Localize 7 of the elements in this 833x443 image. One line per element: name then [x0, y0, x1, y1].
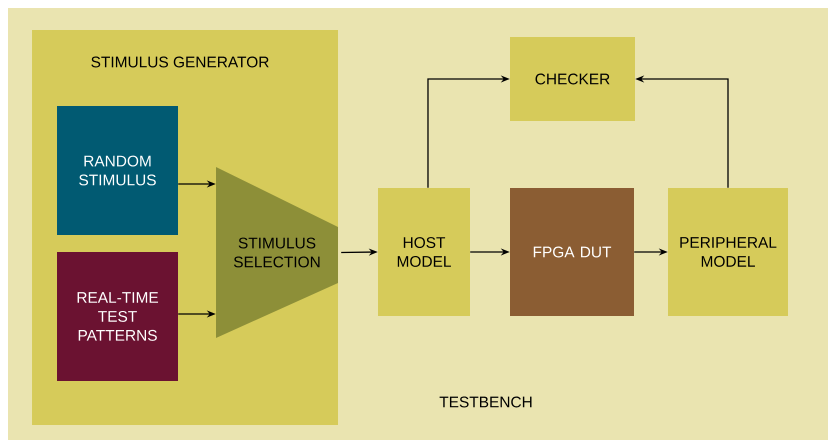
process-box: CHECKER: [510, 37, 635, 121]
process-box: RANDOM STIMULUS: [57, 106, 178, 235]
process-box: HOST MODEL: [378, 188, 470, 316]
process-box: FPGA DUT: [510, 188, 634, 316]
process-box: PERIPHERAL MODEL: [668, 188, 788, 316]
selector-trapezoid: STIMULUS SELECTION: [216, 167, 338, 338]
process-box: REAL-TIME TEST PATTERNS: [57, 252, 178, 381]
